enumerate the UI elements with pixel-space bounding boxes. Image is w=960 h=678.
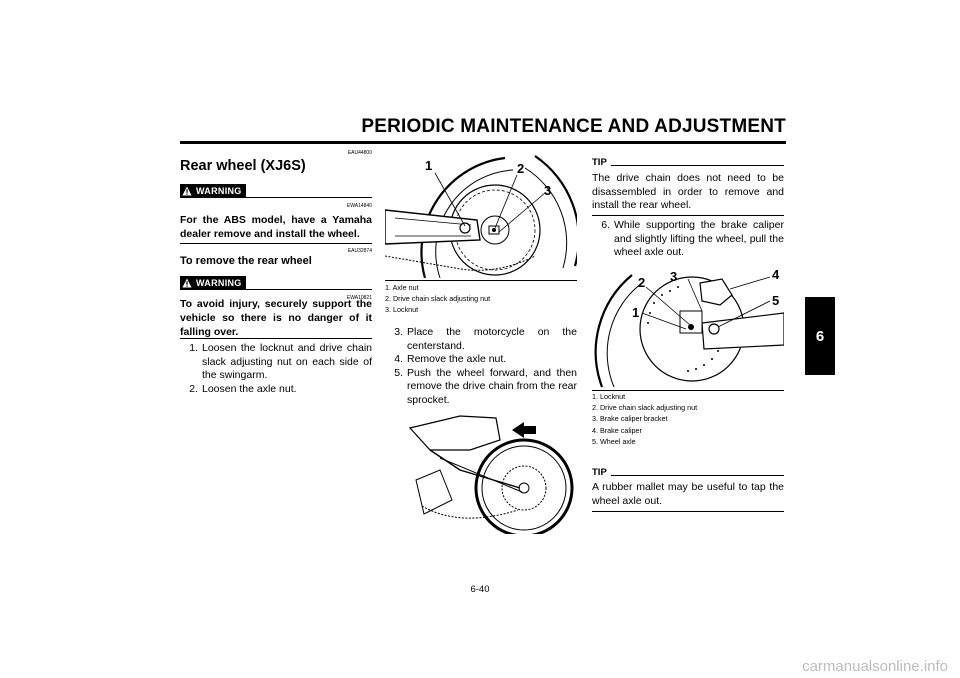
tip-text: A rubber mallet may be useful to tap the…	[592, 481, 784, 507]
caption-item: 3. Brake caliper bracket	[592, 414, 668, 424]
tip-text: The drive chain does not need to be disa…	[592, 172, 784, 211]
caption-item: 2. Drive chain slack adjusting nut	[385, 294, 491, 304]
page-number: 6-40	[470, 584, 490, 595]
callout-2: 2	[517, 161, 524, 176]
warning-badge: WARNING	[180, 184, 246, 198]
tip-heading: TIP	[592, 467, 784, 478]
warning-bar: WARNING	[180, 184, 372, 198]
warning-icon	[182, 278, 192, 288]
callout-4: 4	[772, 267, 780, 282]
caption-item: 3. Locknut	[385, 305, 419, 315]
brake-caliper-illustration: 1 2 3 4 5	[592, 265, 784, 388]
warning-code: EWA14840	[346, 203, 372, 209]
callout-2: 2	[638, 275, 645, 290]
section-title: Rear wheel (XJ6S)	[180, 158, 306, 174]
caption-item: 1. Axle nut	[385, 283, 419, 292]
header-rule	[180, 141, 786, 144]
warning-text: To avoid injury, securely support the ve…	[180, 298, 372, 338]
warning-badge: WARNING	[180, 276, 246, 290]
list-item: 2. Loosen the axle nut.	[189, 382, 297, 395]
callout-3: 3	[544, 183, 551, 198]
warning-code: EWA10821	[346, 295, 372, 301]
warning-label: WARNING	[196, 278, 242, 288]
caption-item: 5. Wheel axle	[592, 436, 636, 446]
chapter-tab: 6	[805, 297, 835, 375]
figure1-captions: 1. Axle nut 2. Drive chain slack adjusti…	[385, 282, 577, 316]
caption-item: 4. Brake caliper	[592, 425, 642, 435]
page-header-title: PERIODIC MAINTENANCE AND ADJUSTMENT	[361, 116, 786, 137]
list-item: 5. Push the wheel forward, and then remo…	[394, 366, 577, 406]
figure3-captions: 1. Locknut 2. Drive chain slack adjustin…	[592, 391, 784, 447]
warning-bar-2: WARNING	[180, 276, 372, 290]
steps-list: 6. While supporting the brake caliper an…	[592, 219, 784, 260]
list-item: 6. While supporting the brake caliper an…	[601, 219, 784, 258]
warning-label: WARNING	[196, 186, 242, 196]
caption-item: 2. Drive chain slack adjusting nut	[592, 403, 698, 413]
tip-heading: TIP	[592, 157, 784, 168]
list-item: 1. Loosen the locknut and drive chain sl…	[189, 342, 372, 381]
list-item: 3. Place the motorcycle on the centersta…	[394, 326, 577, 352]
steps-list: 3. Place the motorcycle on the centersta…	[385, 326, 577, 407]
list-item: 4. Remove the axle nut.	[394, 353, 507, 365]
subsection-title: To remove the rear wheel	[180, 255, 312, 267]
section-code: EAU44800	[347, 150, 372, 156]
callout-3: 3	[670, 269, 677, 284]
axle-nut-illustration: 1 2 3	[385, 148, 577, 278]
watermark: carmanualsonline.info	[802, 658, 948, 675]
warning-text: For the ABS model, have a Yamaha dealer …	[180, 214, 372, 240]
callout-5: 5	[772, 293, 779, 308]
callout-1: 1	[632, 305, 639, 320]
callout-1: 1	[425, 158, 432, 173]
steps-list: 1. Loosen the locknut and drive chain sl…	[180, 342, 372, 396]
chain-removal-illustration	[400, 410, 576, 534]
subsection-code: EAU32874	[347, 248, 372, 254]
warning-icon	[182, 186, 192, 196]
arrow-left-icon	[512, 422, 536, 438]
caption-item: 1. Locknut	[592, 392, 626, 401]
